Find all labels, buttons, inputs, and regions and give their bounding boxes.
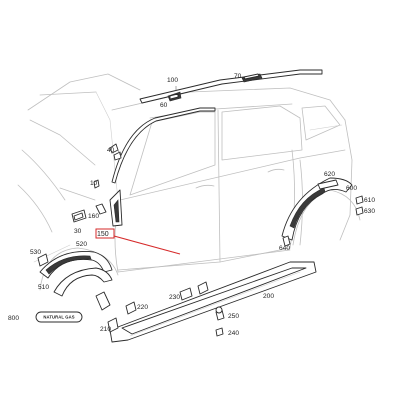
- part-60-rail-clip: [167, 91, 182, 102]
- callout-510: 510: [38, 284, 49, 291]
- callout-630: 630: [364, 208, 375, 215]
- callout-160: 160: [88, 213, 99, 220]
- callout-640: 640: [279, 245, 290, 252]
- callout-70: 70: [234, 73, 242, 80]
- part-160-bracket: [95, 203, 107, 215]
- callout-530: 530: [30, 249, 41, 256]
- callout-520: 520: [76, 241, 87, 248]
- part-30-pillar-trim: [71, 209, 87, 223]
- natural-gas-badge: NATURAL GAS: [35, 311, 83, 323]
- badge-text: NATURAL GAS: [43, 315, 74, 320]
- callout-600: 600: [346, 185, 357, 192]
- callout-60: 60: [160, 102, 168, 109]
- part-100-roof-rail: [139, 69, 323, 104]
- part-220-sill-clip: [125, 301, 137, 315]
- part-40-clips: [109, 143, 122, 161]
- callout-230: 230: [169, 294, 180, 301]
- callout-200: 200: [263, 293, 274, 300]
- highlight-150: [95, 228, 181, 255]
- part-70-rail-end-clip: [241, 73, 263, 83]
- part-530-front-clip: [37, 253, 49, 267]
- part-610-630-clips: [355, 195, 364, 216]
- callout-240: 240: [228, 330, 239, 337]
- part-230-sill-clip: [179, 281, 209, 301]
- part-150-window-trim: [109, 189, 123, 227]
- callout-610: 610: [364, 197, 375, 204]
- callout-labels: 100 70 60 40 10 160 30 150 530 520 510 6…: [8, 73, 375, 337]
- part-10-clip: [93, 179, 100, 189]
- car-body-outline: [17, 73, 361, 291]
- part-240-push-clip: [215, 327, 224, 337]
- part-520-front-arch-trim: [39, 250, 113, 279]
- callout-250: 250: [228, 313, 239, 320]
- part-200-sill-trim: [109, 261, 317, 343]
- callout-10: 10: [90, 180, 98, 187]
- part-640-clip: [282, 235, 291, 247]
- callout-40: 40: [107, 147, 115, 154]
- part-door-frame-moulding: [111, 107, 216, 184]
- part-600-rear-arch-trim: [281, 177, 353, 241]
- part-250-push-clip: [215, 306, 225, 321]
- part-510-front-arch-liner: [53, 267, 113, 311]
- callout-150: 150: [97, 231, 109, 238]
- callout-100: 100: [167, 77, 178, 84]
- part-210-end-cap: [107, 317, 119, 333]
- callout-30: 30: [74, 228, 82, 235]
- callout-220: 220: [137, 304, 148, 311]
- callout-800: 800: [8, 315, 19, 322]
- callout-210: 210: [100, 326, 111, 333]
- callout-620: 620: [324, 171, 335, 178]
